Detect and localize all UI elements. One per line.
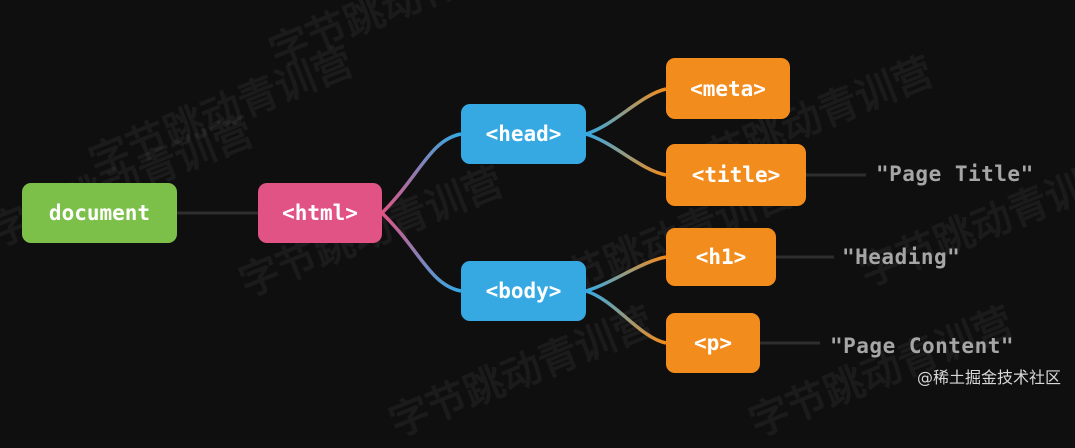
node-document: document [22,183,177,243]
node-head: <head> [461,104,586,164]
node-body: <body> [461,261,586,321]
edge-head-meta [585,87,667,136]
node-title: <title> [666,144,806,206]
connector-lines [177,87,866,345]
edge-html-head [380,132,462,215]
node-meta: <meta> [666,58,790,119]
source-credit: @稀土掘金技术社区 [916,368,1061,387]
text-node-page-content: "Page Content" [830,334,1015,358]
node-html: <html> [258,183,382,243]
text-node-heading: "Heading" [842,245,961,269]
edge-body-p [585,289,667,345]
edge-head-title [585,132,667,177]
text-node-page-title: "Page Title" [876,162,1034,186]
edge-body-h1 [585,255,667,293]
node-h1: <h1> [666,228,776,286]
edge-html-body [380,211,462,293]
node-p: <p> [666,313,760,373]
